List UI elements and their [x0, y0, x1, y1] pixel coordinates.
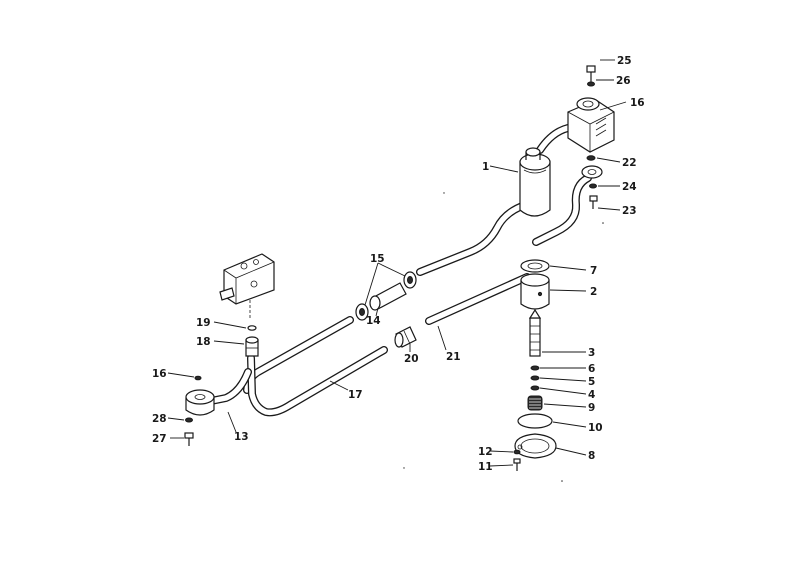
- callout-5: 5: [588, 376, 595, 388]
- callout-25: 25: [617, 55, 632, 67]
- callout-7: 7: [590, 265, 597, 277]
- ring-5: [530, 375, 540, 381]
- union-18: [245, 336, 259, 357]
- coupling-15-lower: [355, 303, 369, 321]
- bolt-23: [589, 195, 598, 209]
- washer-22: [586, 155, 596, 161]
- seal-ring-7: [520, 259, 550, 273]
- washer-12: [513, 449, 521, 455]
- callout-20: 20: [404, 353, 419, 365]
- callout-17: 17: [348, 389, 363, 401]
- cover-plate-8: [514, 433, 557, 459]
- right-flange-block: [567, 97, 615, 179]
- callout-19: 19: [196, 317, 211, 329]
- callout-15: 15: [370, 253, 385, 265]
- scan-specks: [403, 192, 604, 482]
- callout-11: 11: [478, 461, 493, 473]
- pipes: [202, 124, 592, 417]
- valve-block: [219, 253, 275, 318]
- filter-stack: [514, 259, 557, 459]
- callout-10: 10: [588, 422, 603, 434]
- washer-26: [587, 81, 595, 87]
- bolt-27: [184, 432, 194, 446]
- callout-14: 14: [366, 315, 381, 327]
- o-ring-10: [517, 413, 553, 429]
- callout-3: 3: [588, 347, 595, 359]
- callout-9: 9: [588, 402, 595, 414]
- callout-26: 26: [616, 75, 631, 87]
- callout-16-right: 16: [630, 97, 645, 109]
- leader-lines: [167, 59, 627, 467]
- left-mount-16: [185, 389, 215, 416]
- spring-9: [527, 395, 543, 411]
- callout-18: 18: [196, 336, 211, 348]
- bolt-11: [513, 458, 521, 471]
- callout-28: 28: [152, 413, 167, 425]
- filter-element-2: [520, 279, 550, 310]
- callout-22: 22: [622, 157, 637, 169]
- filter-housing: [519, 147, 551, 217]
- ring-4: [530, 385, 540, 391]
- washer-28: [185, 417, 193, 423]
- coupling-15-upper: [403, 271, 417, 289]
- callout-6: 6: [588, 363, 595, 375]
- ring-6: [530, 365, 540, 371]
- adapter-20: [394, 326, 417, 348]
- callout-13: 13: [234, 431, 249, 443]
- hose-14: [369, 282, 407, 311]
- seal-19: [247, 325, 257, 331]
- callout-23: 23: [622, 205, 637, 217]
- callout-27: 27: [152, 433, 167, 445]
- callout-labels: 25 26 16 22 1 24 23 15 7 2 14 19 18 20 2…: [152, 55, 645, 473]
- callout-8: 8: [588, 450, 595, 462]
- callout-24: 24: [622, 181, 637, 193]
- washer-24: [589, 183, 597, 189]
- callout-2: 2: [590, 286, 597, 298]
- callout-16-left: 16: [152, 368, 167, 380]
- callout-21: 21: [446, 351, 461, 363]
- callout-12: 12: [478, 446, 493, 458]
- bolt-25: [586, 65, 596, 82]
- callout-4: 4: [588, 389, 595, 401]
- callout-1: 1: [482, 161, 489, 173]
- bolt-16-left: [194, 375, 202, 381]
